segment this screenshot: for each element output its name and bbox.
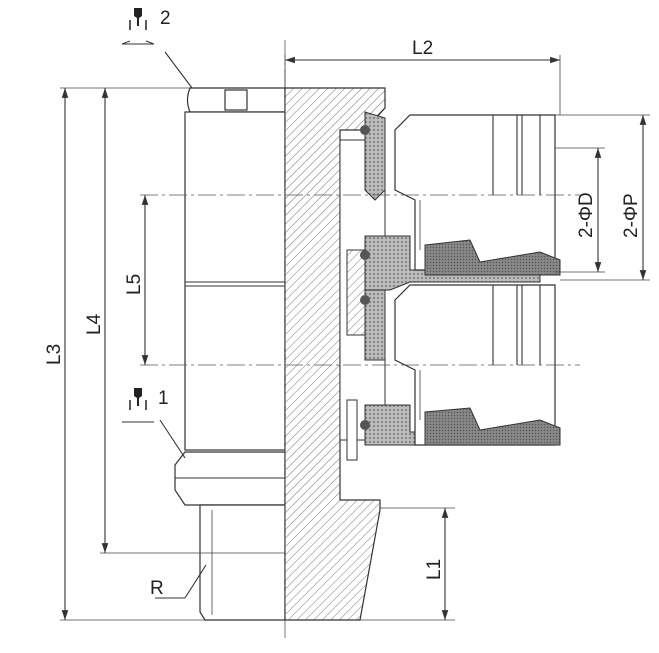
dimension-lines — [60, 51, 650, 621]
wrench-icon-2 — [121, 8, 155, 45]
dim-label-l1: L1 — [424, 559, 445, 580]
dim-label-l3: L3 — [44, 344, 65, 365]
body-outline — [174, 87, 286, 621]
wrench-icon-1 — [122, 388, 154, 423]
dim-label-tube-od: 2-ΦD — [576, 192, 597, 238]
wrench-size-label-1: 1 — [158, 388, 169, 409]
dim-label-l2: L2 — [412, 38, 433, 59]
centerlines — [140, 40, 580, 640]
wrench-size-label-2: 2 — [160, 8, 171, 29]
dim-label-pitch: 2-ΦP — [621, 193, 642, 238]
dim-label-l4: L4 — [84, 313, 105, 335]
push-in-fitting-lower — [394, 284, 561, 446]
thread-label-r: R — [150, 578, 164, 599]
push-in-fitting-upper — [394, 114, 561, 276]
dim-label-l5: L5 — [124, 274, 145, 295]
